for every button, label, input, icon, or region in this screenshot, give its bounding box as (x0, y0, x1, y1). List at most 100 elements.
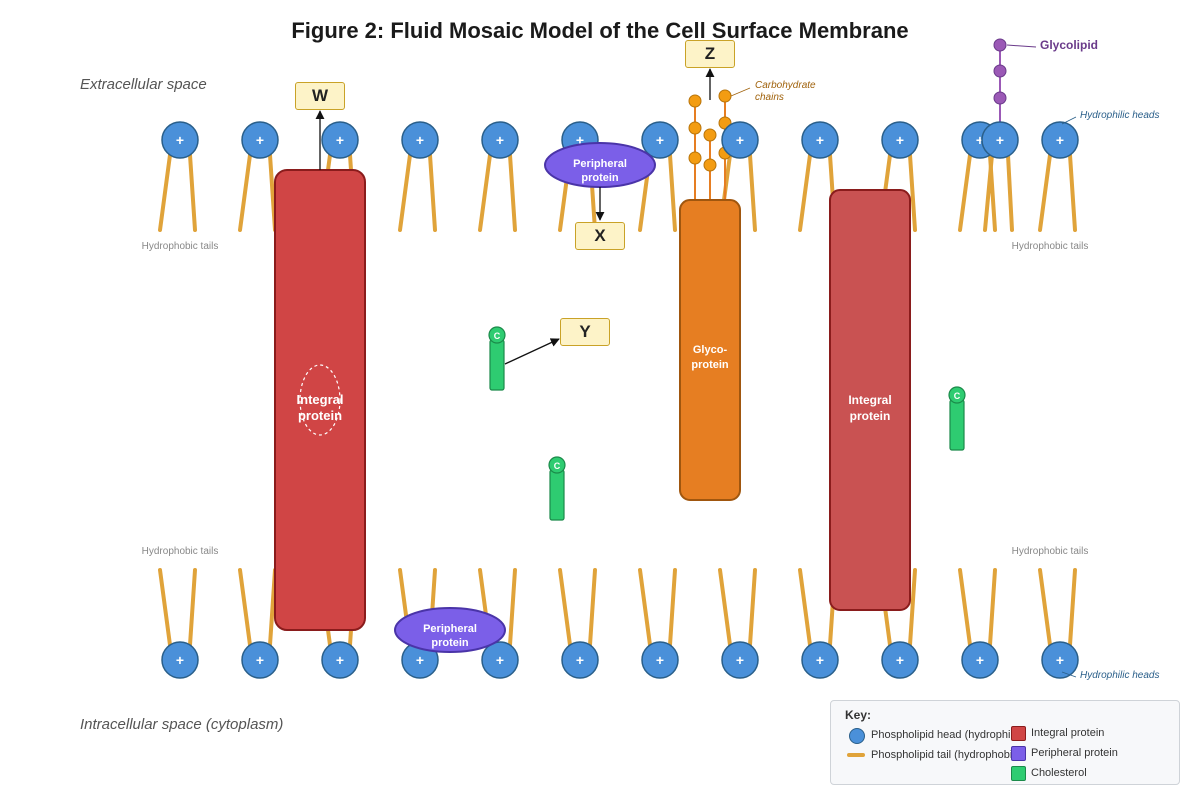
peripheral-protein-bottom-label: Peripheral protein (423, 623, 477, 649)
glycoprotein-label: Glyco- protein (691, 344, 729, 371)
phospholipid-head-lower (161, 641, 199, 679)
phospholipid-tail (1068, 153, 1077, 232)
integral-protein-left-label: Integral protein (296, 392, 344, 424)
phospholipid-tail (718, 568, 732, 647)
phospholipid-tail (238, 568, 252, 647)
integral-swatch (1011, 726, 1026, 741)
head-charge-symbol: + (496, 652, 504, 668)
marker-y: Y (560, 318, 610, 346)
glycolipid-label: Glycolipid (1040, 38, 1099, 52)
intracellular-label: Intracellular space (cytoplasm) (80, 716, 284, 733)
phospholipid-tail (478, 153, 492, 232)
phospholipid-head-upper (801, 121, 839, 159)
head-charge-symbol: + (996, 132, 1004, 148)
phospholipid-tail (798, 153, 812, 232)
head-charge-symbol: + (1056, 652, 1064, 668)
phospholipid-head-lower (881, 641, 919, 679)
arrow-y (504, 338, 560, 365)
protein-channel-outline (299, 364, 341, 436)
head-charge-symbol: + (816, 652, 824, 668)
phospholipid-head-upper (721, 121, 759, 159)
phospholipid-tail (958, 153, 972, 232)
tail-swatch (847, 753, 865, 757)
cholesterol-symbol: C (954, 391, 961, 401)
carbohydrate-chains (688, 89, 732, 200)
phospholipid-tail (958, 568, 972, 647)
head-charge-symbol: + (656, 652, 664, 668)
phospholipid-head-lower (561, 641, 599, 679)
carbohydrate-chains-label: Carbohydrate chains (755, 80, 816, 103)
head-charge-symbol: + (656, 132, 664, 148)
phospholipid-head-lower (1041, 641, 1079, 679)
phospholipid-tail (668, 568, 677, 647)
head-charge-symbol: + (736, 132, 744, 148)
head-charge-symbol: + (416, 652, 424, 668)
peripheral-protein-top-label: Peripheral protein (573, 158, 627, 184)
heads-leader-top (1061, 116, 1077, 125)
head-charge-symbol: + (176, 652, 184, 668)
phospholipid-tail (508, 153, 517, 232)
phospholipid-head-upper (161, 121, 199, 159)
phospholipid-head-upper (401, 121, 439, 159)
phospholipid-tail (1068, 568, 1077, 647)
phospholipid-head-lower (801, 641, 839, 679)
head-charge-symbol: + (896, 132, 904, 148)
head-charge-symbol: + (976, 652, 984, 668)
phospholipid-heads: +++++++++++++++++++++++++ (161, 121, 1079, 679)
integral-protein-right-label: Integral protein (848, 393, 892, 423)
key-title: Key: (845, 708, 872, 722)
head-charge-symbol: + (416, 132, 424, 148)
phospholipid-tail (1038, 153, 1052, 232)
phospholipid-tail (188, 568, 197, 647)
extracellular-label: Extracellular space (80, 76, 207, 93)
hydrophobic-tails-label: Hydrophobic tails (141, 546, 219, 557)
cholesterol-3: C (948, 386, 966, 451)
phospholipid-head-lower (321, 641, 359, 679)
phospholipid-tail (988, 568, 997, 647)
peripheral-swatch (1011, 746, 1026, 761)
head-charge-symbol: + (336, 132, 344, 148)
phospholipid-head-lower (721, 641, 759, 679)
head-charge-symbol: + (896, 652, 904, 668)
head-charge-symbol: + (576, 652, 584, 668)
head-charge-symbol: + (816, 132, 824, 148)
phospholipid-tail (428, 153, 437, 232)
carb-leader (730, 87, 751, 97)
phospholipid-head-lower (641, 641, 679, 679)
key-item-head: Phospholipid head (hydrophilic) (871, 729, 1025, 741)
head-charge-symbol: + (736, 652, 744, 668)
phospholipid-tail (1038, 568, 1052, 647)
phospholipid-tail (508, 568, 517, 647)
head-charge-symbol: + (256, 132, 264, 148)
phospholipid-tail (908, 568, 917, 647)
marker-w: W (295, 82, 345, 110)
integral-protein-right (829, 189, 911, 611)
cholesterol-swatch (1011, 766, 1026, 781)
phospholipid-tail (588, 568, 597, 647)
phospholipid-head-lower (961, 641, 999, 679)
phospholipid-head-upper (481, 121, 519, 159)
phospholipid-tail (638, 568, 652, 647)
phospholipid-tail (158, 153, 172, 232)
key-item-peripheral: Peripheral protein (1031, 747, 1118, 759)
hydrophobic-tails-label: Hydrophobic tails (1011, 546, 1089, 557)
phospholipid-tail (558, 568, 572, 647)
figure-title: Figure 2: Fluid Mosaic Model of the Cell… (291, 18, 909, 43)
head-charge-symbol: + (496, 132, 504, 148)
heads-leader-bottom (1061, 671, 1077, 678)
glycolipid-tail (983, 153, 994, 232)
key-item-cholesterol: Cholesterol (1031, 767, 1087, 779)
head-charge-symbol: + (976, 132, 984, 148)
hydrophobic-tails-label: Hydrophobic tails (141, 241, 219, 252)
key-legend: Key: Phospholipid head (hydrophilic) Pho… (830, 700, 1180, 785)
head-charge-symbol: + (256, 652, 264, 668)
phospholipid-tail (798, 568, 812, 647)
glycolipid-head (981, 121, 1019, 159)
head-charge-symbol: + (576, 132, 584, 148)
key-item-integral: Integral protein (1031, 727, 1105, 739)
phospholipid-tail (188, 153, 197, 232)
phospholipid-head-upper (641, 121, 679, 159)
hydrophobic-tails-label: Hydrophobic tails (1011, 241, 1089, 252)
phospholipid-tail (238, 153, 252, 232)
cholesterol-2: C (548, 456, 566, 521)
